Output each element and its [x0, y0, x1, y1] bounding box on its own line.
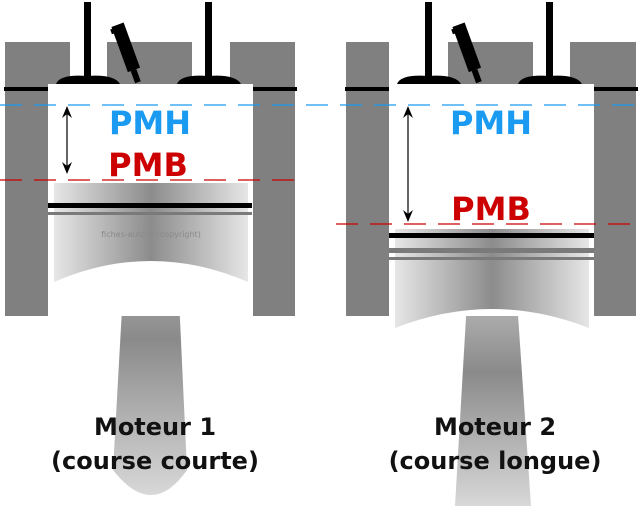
connecting-rod: [455, 300, 531, 506]
engine-1: fiches-auto.fr (copyright) PMH PMB: [4, 2, 297, 495]
stroke-arrow: [62, 106, 72, 174]
piston-ring-third: [389, 257, 594, 260]
piston-ring-top: [48, 203, 252, 208]
intake-valve: [56, 2, 120, 84]
exhaust-valve: [518, 2, 582, 84]
head-gasket-right: [594, 87, 638, 91]
bdc-label: PMB: [451, 190, 531, 228]
exhaust-valve: [177, 2, 241, 84]
spark-plug: [110, 22, 141, 84]
cylinder-wall-right-inner: [594, 88, 636, 316]
cylinder-head-left: [48, 42, 70, 88]
piston: fiches-auto.fr (copyright): [48, 183, 252, 282]
stroke-arrow: [403, 106, 413, 222]
piston-ring-top: [389, 233, 594, 238]
engine-1-title: Moteur 1: [94, 413, 216, 441]
tdc-label: PMH: [109, 104, 191, 142]
engine-1-subtitle: (course courte): [51, 447, 259, 475]
cylinder-wall-left-inner: [5, 88, 48, 316]
head-gasket-left: [345, 87, 389, 91]
cylinder-wall-left: [346, 42, 389, 316]
head-gasket-left: [4, 87, 48, 91]
bdc-label: PMB: [108, 146, 188, 184]
intake-valve: [397, 2, 461, 84]
tdc-label: PMH: [450, 104, 532, 142]
head-gasket-right: [253, 87, 297, 91]
cylinder-wall-right-inner: [253, 88, 295, 316]
piston-ring-second: [389, 248, 594, 253]
piston-ring-second: [48, 212, 252, 215]
engine-2-subtitle: (course longue): [389, 447, 602, 475]
watermark-text: fiches-auto.fr (copyright): [101, 230, 201, 239]
engine-2: PMH PMB: [345, 2, 638, 506]
spark-plug: [451, 22, 482, 84]
piston: [389, 229, 594, 328]
engine-2-title: Moteur 2: [434, 413, 556, 441]
